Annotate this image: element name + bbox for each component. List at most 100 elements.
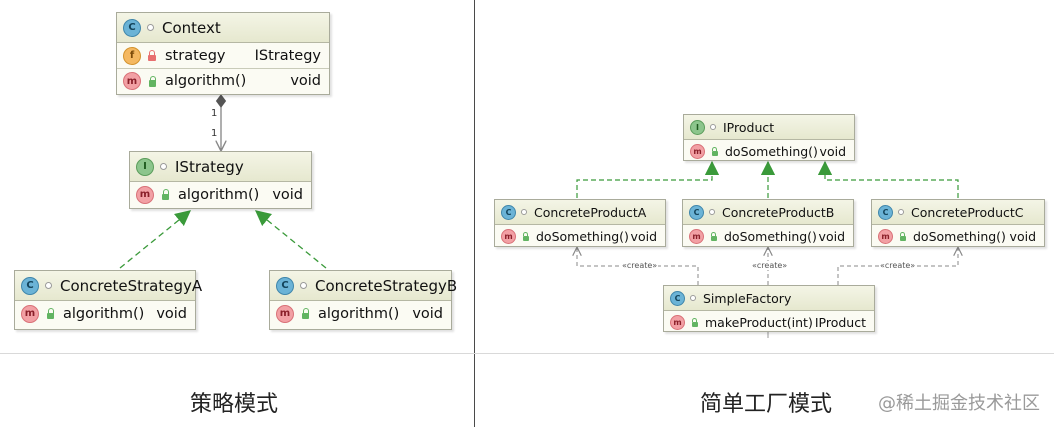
caption-simple-factory-pattern: 简单工厂模式 [700,392,833,417]
method-name: algorithm() [63,305,145,322]
visibility-dot-icon [710,124,716,130]
class-name: ConcreteStrategyB [315,276,458,295]
interface-header: I IProduct [684,115,854,140]
method-icon: m [501,228,516,244]
method-type: void [630,228,657,244]
method-row: m algorithm() void [15,301,195,326]
public-lock-icon [521,231,529,241]
class-simple-factory[interactable]: C SimpleFactory m makeProduct(int) IProd… [663,285,875,332]
class-icon: C [276,276,294,295]
visibility-dot-icon [300,282,307,289]
method-icon: m [689,228,704,244]
method-row: m algorithm() void [130,182,311,207]
interface-icon: I [690,119,705,135]
class-icon: C [21,276,39,295]
class-header: C ConcreteStrategyA [15,271,202,301]
method-name: algorithm() [165,73,247,89]
class-icon: C [501,204,516,220]
class-icon: C [878,204,893,220]
interface-header: I IStrategy [130,152,311,182]
class-name: ConcreteProductC [911,204,1024,220]
public-lock-icon [45,308,55,319]
method-type: void [272,186,303,203]
visibility-dot-icon [709,209,715,215]
visibility-dot-icon [898,209,904,215]
method-row: m doSomething() void [683,225,853,247]
create-label-a: «create» [621,261,659,270]
realization-a-to-istrategy [119,210,192,269]
method-name: doSomething() [725,143,818,159]
method-icon: m [123,72,141,90]
realization-product-a [576,160,720,198]
public-lock-icon [147,75,157,87]
multiplicity-target: 1 [211,128,218,139]
method-type: void [819,143,846,159]
create-label-c: «create» [879,261,917,270]
class-name: ConcreteProductA [534,204,647,220]
public-lock-icon [160,189,170,200]
realization-product-c [817,160,959,198]
method-name: algorithm() [318,305,400,322]
class-header: C Context [117,13,329,43]
class-icon: C [123,18,141,37]
public-lock-icon [898,231,906,241]
method-type: void [1009,228,1036,244]
method-type: void [412,305,443,322]
method-name: algorithm() [178,186,260,203]
method-row: m doSomething() void [872,225,1044,247]
class-concrete-product-b[interactable]: C ConcreteProductB m doSomething() void [682,199,854,247]
field-type: IStrategy [254,47,321,64]
method-type: void [156,305,187,322]
public-lock-icon [709,231,717,241]
method-icon: m [670,314,685,330]
class-concrete-product-a[interactable]: C ConcreteProductA m doSomething() void [494,199,666,247]
class-header: C SimpleFactory [664,286,874,311]
multiplicity-source: 1 [211,108,218,119]
interface-istrategy[interactable]: I IStrategy m algorithm() void [129,151,312,209]
class-name: ConcreteStrategyA [60,276,203,295]
method-name: doSomething() [536,228,629,244]
class-concrete-strategy-b[interactable]: C ConcreteStrategyB m algorithm() void [269,270,457,330]
class-icon: C [670,290,685,306]
public-lock-icon [300,308,310,319]
field-name: strategy [165,47,226,64]
method-row: m algorithm() void [117,68,329,93]
interface-name: IProduct [723,119,775,135]
method-row: m doSomething() void [684,140,854,162]
interface-iproduct[interactable]: I IProduct m doSomething() void [683,114,855,161]
class-header: C ConcreteProductB [683,200,853,225]
class-name: ConcreteProductB [722,204,835,220]
interface-name: IStrategy [175,157,244,176]
field-row: f strategy IStrategy [117,43,329,68]
panel-divider [474,0,475,427]
class-icon: C [689,204,704,220]
class-concrete-strategy-a[interactable]: C ConcreteStrategyA m algorithm() void [14,270,202,330]
method-type: void [290,73,321,89]
association-context-istrategy [217,94,226,150]
class-name: Context [162,18,221,37]
class-concrete-product-c[interactable]: C ConcreteProductC m doSomething() void [871,199,1045,247]
public-lock-icon [690,317,698,327]
visibility-dot-icon [690,295,696,301]
method-icon: m [690,143,705,159]
method-icon: m [878,228,893,244]
watermark: @稀土掘金技术社区 [878,393,1040,414]
field-icon: f [123,46,141,65]
method-name: makeProduct(int) [705,314,813,330]
class-header: C ConcreteProductC [872,200,1044,225]
public-lock-icon [710,146,718,156]
method-type: IProduct [814,314,866,330]
private-lock-icon [147,50,157,61]
class-name: SimpleFactory [703,290,792,306]
method-name: doSomething() [913,228,1006,244]
interface-icon: I [136,157,154,176]
class-context[interactable]: C Context f strategy IStrategy m algorit… [116,12,330,95]
class-header: C ConcreteStrategyB [270,271,457,301]
realization-b-to-istrategy [254,210,327,269]
method-row: m doSomething() void [495,225,665,247]
method-type: void [818,228,845,244]
visibility-dot-icon [147,24,154,31]
method-row: m algorithm() void [270,301,451,326]
method-icon: m [276,304,294,323]
